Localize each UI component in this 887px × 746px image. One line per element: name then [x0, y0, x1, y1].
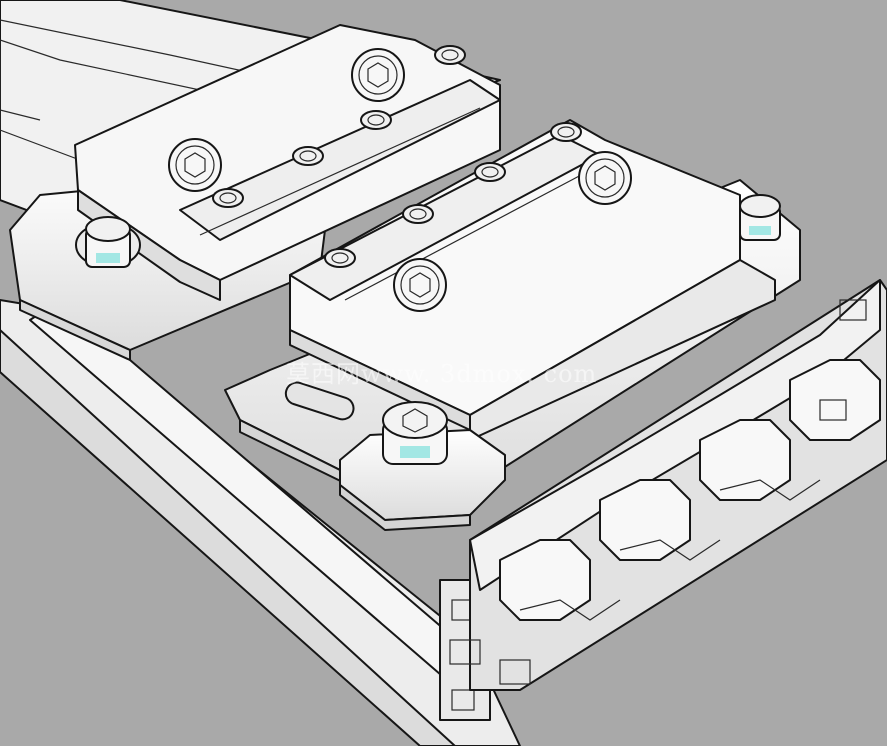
watermark-text: 莫西网www. 3dmox. com	[286, 360, 598, 388]
right-extrusion	[449, 279, 887, 691]
front-clamp-tab	[339, 429, 506, 531]
right-plate-screw	[739, 194, 781, 241]
left-plate-screw	[75, 216, 141, 268]
front-screw	[382, 401, 448, 465]
left-extrusion	[0, 299, 521, 746]
right-carriage	[289, 119, 776, 441]
